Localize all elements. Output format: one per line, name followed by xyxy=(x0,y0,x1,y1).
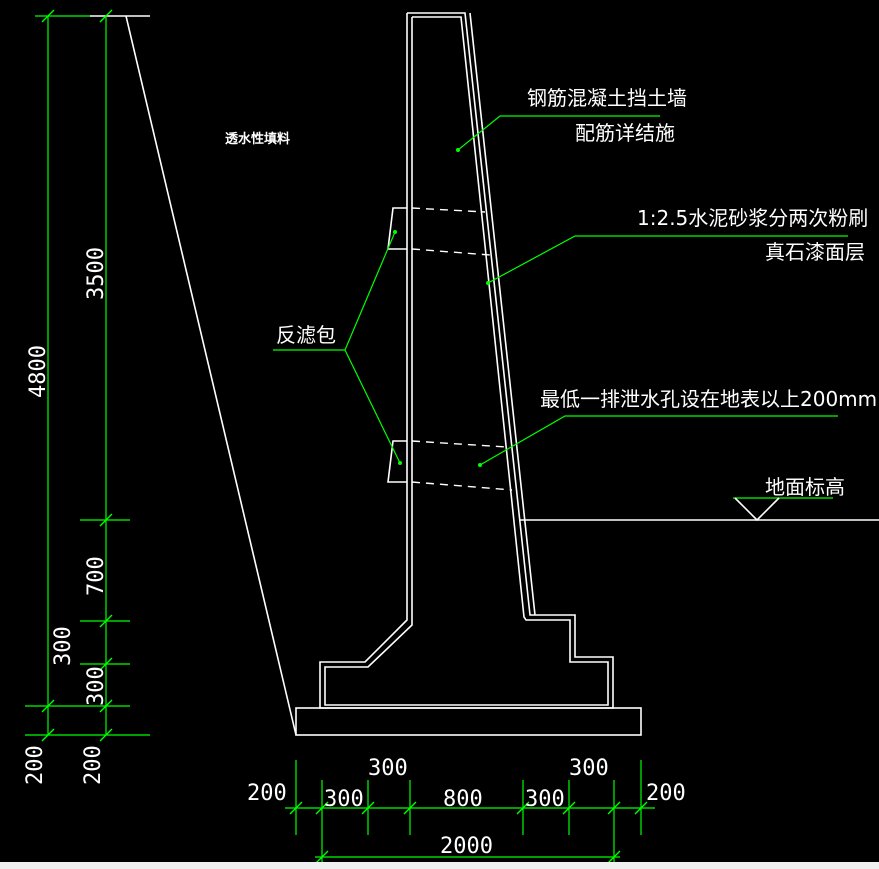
tick-h7 xyxy=(607,801,621,815)
tick-h4 xyxy=(403,801,417,815)
tick-h8 xyxy=(634,801,648,815)
drain-pipe-lower-bottom xyxy=(411,481,513,491)
backfill-slope xyxy=(125,15,297,736)
tick-v2 xyxy=(99,9,113,23)
leader-plaster xyxy=(487,235,848,284)
drain-pipe-upper-bottom xyxy=(411,248,491,256)
tick-v6 xyxy=(99,657,113,671)
dim-200-inner: 200 xyxy=(81,745,106,785)
plaster-line1: 1:2.5水泥砂浆分两次粉刷 xyxy=(637,206,868,230)
tick-v5 xyxy=(99,614,113,628)
leader-dot-wall xyxy=(456,148,460,152)
tick-v4 xyxy=(99,513,113,527)
dim-left-200: 200 xyxy=(247,781,287,806)
foundation-slab xyxy=(295,707,642,736)
leader-dot-filter-upper xyxy=(393,230,397,234)
dim-4800: 4800 xyxy=(26,345,51,398)
tick-v1 xyxy=(41,9,55,23)
plaster-line2: 真石漆面层 xyxy=(765,240,865,264)
dim-top-right-300: 300 xyxy=(569,756,609,781)
tick-h9 xyxy=(315,850,329,864)
dim-seg1-300: 300 xyxy=(324,787,364,812)
leader-dot-filter-lower xyxy=(398,461,402,465)
tick-h3 xyxy=(361,801,375,815)
filter-pack-upper xyxy=(387,207,407,250)
tick-h5 xyxy=(516,801,530,815)
filter-pack-label: 反滤包 xyxy=(276,323,336,347)
drain-pipe-lower-top xyxy=(411,440,508,448)
dim-total-2000: 2000 xyxy=(440,834,493,859)
wall-title-line1: 钢筋混凝土挡土墙 xyxy=(527,86,687,110)
drain-pipe-upper-top xyxy=(411,207,486,213)
leader-wall-title xyxy=(457,115,660,151)
tick-h6 xyxy=(562,801,576,815)
dim-200-outer: 200 xyxy=(23,745,48,785)
drain-hole-label: 最低一排泄水孔设在地表以上200mm xyxy=(540,387,877,411)
tick-v9 xyxy=(99,728,113,742)
plaster-face-line xyxy=(469,12,536,616)
leader-dot-drain xyxy=(478,463,482,467)
status-bar xyxy=(0,862,879,869)
dim-seg2-300: 300 xyxy=(525,787,565,812)
tick-h1 xyxy=(289,801,303,815)
leader-dot-plaster xyxy=(486,281,490,285)
tick-h2 xyxy=(315,801,329,815)
wall-outline-inner xyxy=(324,16,609,706)
dim-right-200: 200 xyxy=(646,781,686,806)
wall-title-line2: 配筋详结施 xyxy=(575,121,675,145)
tick-v7 xyxy=(99,699,113,713)
tick-h10 xyxy=(607,850,621,864)
leader-drain xyxy=(479,415,838,466)
dim-3500: 3500 xyxy=(84,247,109,300)
dim-top-left-300: 300 xyxy=(368,756,408,781)
tick-v3 xyxy=(41,699,55,713)
leader-filter-lower xyxy=(344,349,401,464)
dim-700: 700 xyxy=(84,556,109,596)
ground-symbol-triangle xyxy=(734,497,780,522)
tick-v8 xyxy=(41,728,55,742)
filter-pack-lower xyxy=(387,440,407,483)
ground-level-label: 地面标高 xyxy=(765,475,845,499)
dim-300-outer: 300 xyxy=(51,626,76,666)
wall-outline-outer xyxy=(319,12,614,709)
dim-seg-800: 800 xyxy=(443,787,483,812)
dim-300-inner: 300 xyxy=(84,666,109,706)
backfill-label: 透水性填料 xyxy=(225,131,290,147)
